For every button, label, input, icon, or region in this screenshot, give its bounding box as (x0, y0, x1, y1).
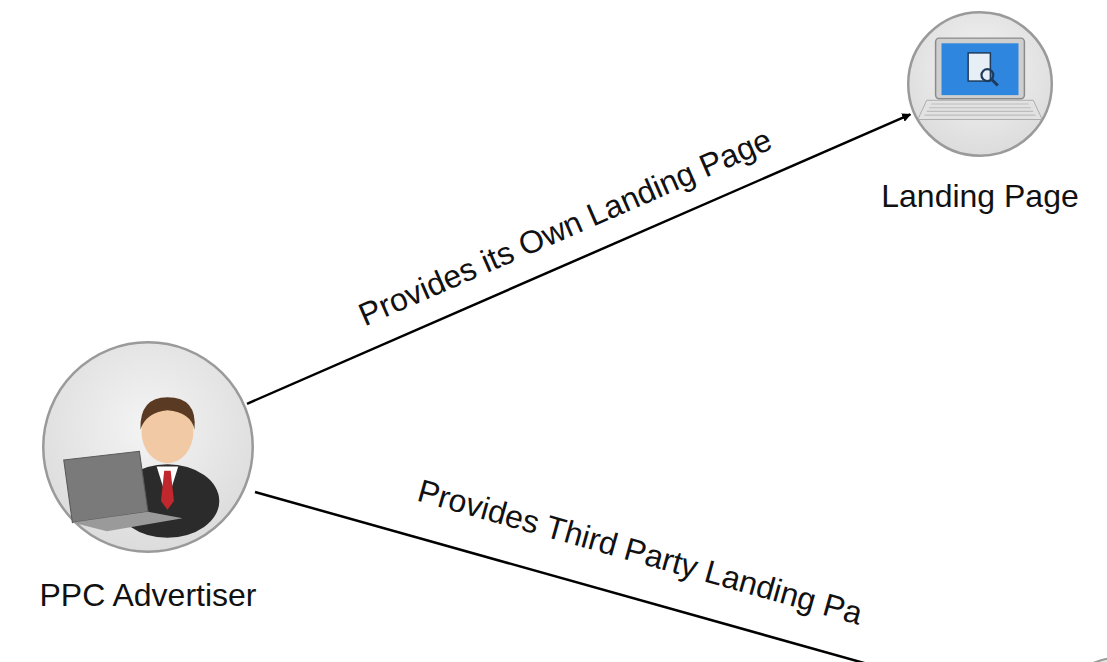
key-row (931, 103, 1029, 104)
key-row (927, 111, 1034, 112)
partial-node-circle (1037, 657, 1107, 662)
laptop-keyboard (918, 100, 1042, 119)
person-hair (140, 397, 194, 429)
laptop-screen (942, 43, 1019, 95)
magnifier-handle (992, 80, 998, 86)
landing-page-node: Landing Page (906, 10, 1054, 158)
node-label: PPC Advertiser (40, 577, 257, 614)
laptop-lid (64, 451, 148, 522)
laptop-lid (936, 38, 1025, 99)
line-label: Provides Third Party Landing Pa (414, 472, 867, 632)
advertiser-node: PPC Advertiser (40, 339, 256, 555)
edge-label: Provides its Own Landing Page (353, 122, 777, 334)
circle-outline (43, 342, 253, 552)
node-label: Landing Page (881, 178, 1079, 215)
page-icon (968, 53, 990, 81)
connector-line (255, 492, 1060, 662)
laptop-base (72, 512, 182, 531)
magnifier-icon (981, 69, 993, 81)
key-row (925, 115, 1036, 116)
connector-arrow (247, 114, 910, 403)
key-row (929, 107, 1031, 108)
node-circle (40, 339, 256, 555)
person-tie (161, 471, 174, 510)
node-circle (906, 10, 1054, 158)
circle-outline (908, 12, 1052, 156)
